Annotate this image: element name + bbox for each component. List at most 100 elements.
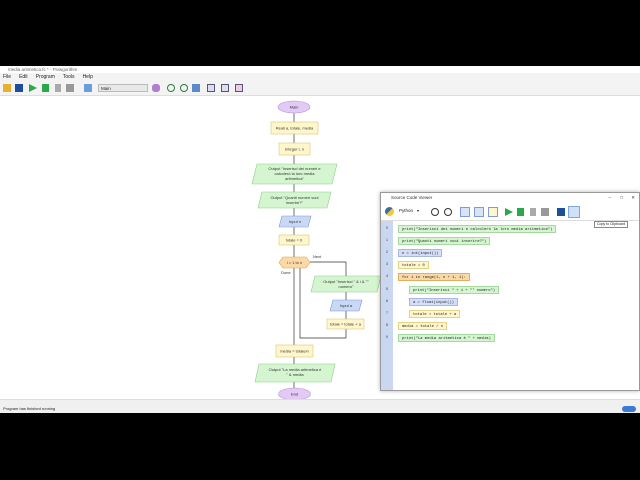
code-line[interactable]: a = float(input()) xyxy=(409,297,459,306)
copy-to-clipboard-button[interactable] xyxy=(568,206,580,218)
open-icon[interactable] xyxy=(3,84,11,92)
line-number: 8 xyxy=(386,322,388,327)
chevron-down-icon[interactable]: ▾ xyxy=(417,208,420,213)
output-label: inserire?" xyxy=(286,200,303,205)
close-icon[interactable]: ✕ xyxy=(631,195,635,200)
zoom-badge[interactable] xyxy=(622,406,636,412)
menu-tools[interactable]: Tools xyxy=(62,74,75,80)
pause-icon[interactable] xyxy=(55,84,61,92)
language-select[interactable]: Python xyxy=(399,208,414,213)
viewer-toolbar: Python ▾ xyxy=(381,203,639,221)
output-label: aritmetica" xyxy=(285,176,304,181)
code-line[interactable]: n = int(input()) xyxy=(398,249,443,258)
menu-program[interactable]: Program xyxy=(35,74,55,80)
input-node[interactable] xyxy=(329,299,363,312)
run-icon[interactable] xyxy=(29,84,37,92)
output-label: numero" xyxy=(339,284,355,289)
output-node[interactable] xyxy=(254,363,336,383)
viewer-title: Source Code Viewer xyxy=(391,195,433,200)
copy-tooltip: Copy to Clipboard xyxy=(594,221,629,228)
toolbar: Main xyxy=(0,81,640,96)
loop-label: i = 1 to n xyxy=(287,260,302,265)
assign-label: media = totale/n xyxy=(280,349,309,354)
start-node[interactable] xyxy=(277,100,311,114)
output-label: Output "Inserisci dei numeri e xyxy=(268,166,321,171)
step-icon[interactable] xyxy=(517,208,524,216)
declare-node[interactable] xyxy=(278,142,311,156)
code-line[interactable]: print("Inserisci " + i + "° numero") xyxy=(409,285,500,294)
menu-bar: File Edit Program Tools Help xyxy=(0,73,640,81)
layout-2-icon[interactable] xyxy=(474,207,484,217)
line-number: 1 xyxy=(386,238,388,243)
run-icon[interactable] xyxy=(505,208,513,216)
source-code-icon[interactable] xyxy=(235,84,243,92)
line-number: 4 xyxy=(386,274,388,279)
code-line[interactable]: print("Inserisci dei numeri e calcolerò … xyxy=(398,225,557,233)
output-label: Output "Quanti numeri vuoi xyxy=(270,195,318,200)
assign-label: totale = totale + a xyxy=(330,322,362,327)
function-select[interactable]: Main xyxy=(98,84,148,92)
line-number: 3 xyxy=(386,262,388,267)
start-label: Main xyxy=(290,105,299,110)
layout-1-icon[interactable] xyxy=(460,207,470,217)
code-line[interactable]: totale = 0 xyxy=(398,261,429,270)
horizontal-scrollbar[interactable] xyxy=(0,399,640,404)
output-label: Output "Inserisci " & i & "° xyxy=(323,279,369,284)
code-line[interactable]: for i in range(1, n + 1, 1): xyxy=(398,273,470,282)
zoom-in-icon[interactable] xyxy=(431,208,439,216)
layout-icon[interactable] xyxy=(207,84,215,92)
zoom-out-icon[interactable] xyxy=(180,84,188,92)
flowchart: Main Reali a, totale, media Integer i, n… xyxy=(251,100,382,401)
status-text: Program has finished running xyxy=(3,406,56,411)
menu-help[interactable]: Help xyxy=(82,74,93,80)
zoom-in-icon[interactable] xyxy=(167,84,175,92)
step-icon[interactable] xyxy=(42,84,49,92)
console-icon[interactable] xyxy=(221,84,229,92)
line-number: 2 xyxy=(386,250,388,255)
save-icon[interactable] xyxy=(557,208,565,216)
input-node[interactable] xyxy=(278,215,312,228)
speed-icon[interactable] xyxy=(84,84,92,92)
stop-icon[interactable] xyxy=(66,84,74,92)
code-line[interactable]: print("La media aritmetica è " + media) xyxy=(398,333,495,342)
output-label: " & media xyxy=(286,372,304,377)
menu-file[interactable]: File xyxy=(3,74,12,80)
declare-label: Integer i, n xyxy=(285,147,304,152)
output-node[interactable] xyxy=(257,191,332,209)
code-line[interactable]: totale = totale + a xyxy=(409,309,461,318)
line-number: 5 xyxy=(386,286,388,291)
minimize-icon[interactable]: – xyxy=(608,195,611,200)
line-number: 6 xyxy=(386,298,388,303)
output-label: Output "La media aritmetica è xyxy=(269,367,323,372)
assign-label: totale = 0 xyxy=(286,238,303,243)
declare-node[interactable] xyxy=(270,121,319,135)
output-node[interactable] xyxy=(310,275,382,293)
save-icon[interactable] xyxy=(15,84,23,92)
loop-done-label: Done xyxy=(281,270,291,275)
line-number: 7 xyxy=(386,310,388,315)
menu-edit[interactable]: Edit xyxy=(19,74,28,80)
output-node[interactable] xyxy=(251,163,338,185)
end-label: End xyxy=(291,392,298,397)
input-label: Input n xyxy=(289,219,301,224)
assign-node[interactable] xyxy=(275,344,314,358)
for-loop-node[interactable] xyxy=(278,256,311,269)
function-manager-icon[interactable] xyxy=(152,84,160,92)
output-label: calcolerò la loro media xyxy=(274,171,315,176)
layout-3-icon[interactable] xyxy=(488,207,498,217)
code-line[interactable]: media = totale / n xyxy=(398,321,448,330)
pause-icon[interactable] xyxy=(530,208,536,216)
assign-node[interactable] xyxy=(326,318,365,330)
python-logo-icon xyxy=(385,207,394,216)
line-number-gutter xyxy=(381,221,393,390)
stop-icon[interactable] xyxy=(541,208,549,216)
code-line[interactable]: print("Quanti numeri vuoi inserire?") xyxy=(398,237,491,246)
variables-icon[interactable] xyxy=(192,84,200,92)
loop-next-label: Next xyxy=(313,254,322,259)
window-title: media aritmetica.fc * - Flowgorithm xyxy=(0,66,640,73)
zoom-out-icon[interactable] xyxy=(444,208,452,216)
assign-node[interactable] xyxy=(278,234,310,246)
maximize-icon[interactable]: □ xyxy=(620,195,623,200)
